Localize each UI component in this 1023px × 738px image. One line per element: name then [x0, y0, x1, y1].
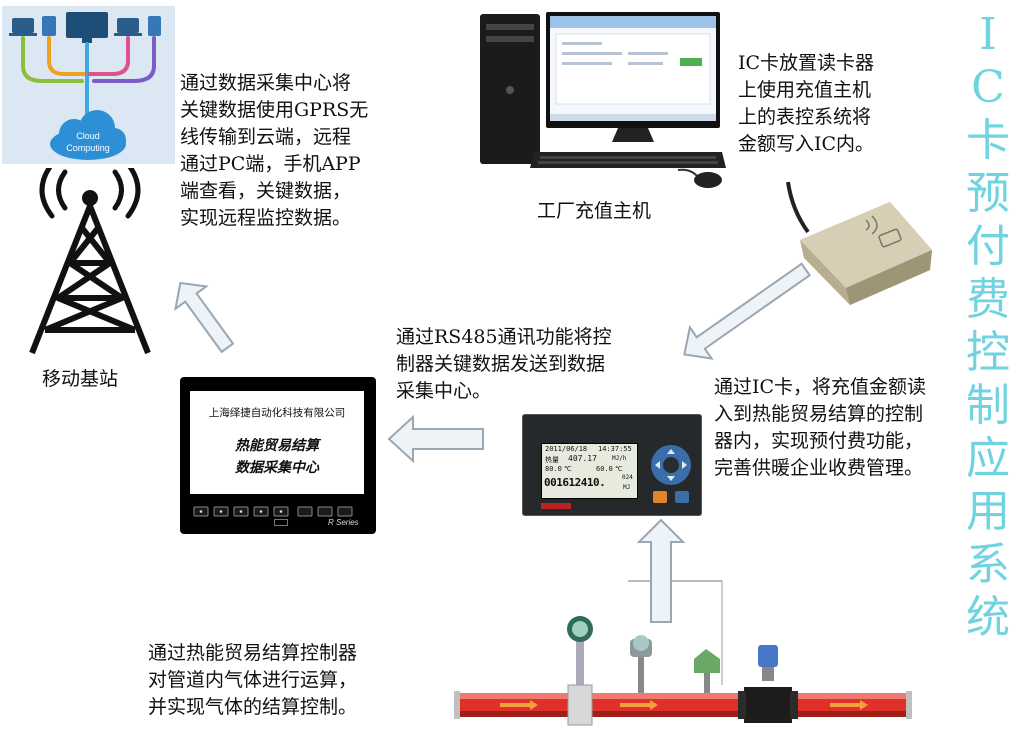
controller-keypad [645, 441, 697, 507]
hmi-brand: R Series [328, 518, 359, 527]
controller-temp2: 60.0 [596, 465, 613, 473]
title-char: I [979, 9, 997, 60]
controller-total-frac: 024 [622, 474, 633, 481]
cloud-icon [50, 110, 126, 160]
cloud-description: 通过数据采集中心将 关键数据使用GPRS无 线传输到云端，远程 通过PC端，手机… [180, 72, 369, 229]
controller-date: 2011/06/18 [545, 445, 588, 453]
pipeline-illustration [440, 575, 920, 734]
controller-logo [541, 503, 571, 509]
settlement-controller: 2011/06/18 14:37:55 热量 407.17 MJ/h 80.0 … [522, 414, 702, 516]
title-char: 统 [966, 592, 1010, 643]
title-char: 制 [966, 380, 1010, 431]
hmi-company: 上海绎捷自动化科技有限公司 [208, 407, 346, 419]
pc-label: 工厂充值主机 [537, 200, 652, 222]
arrow-controller-to-hmi [387, 414, 484, 464]
hmi-usb-port [274, 519, 288, 526]
controller-display: 2011/06/18 14:37:55 热量 407.17 MJ/h 80.0 … [541, 443, 638, 499]
cloud-network-icon: Cloud Computing [9, 12, 161, 160]
hmi-screen: 上海绎捷自动化科技有限公司 热能贸易结算 数据采集中心 R Series [180, 377, 376, 534]
flow-arrows [500, 700, 868, 710]
title-char: C [971, 62, 1005, 113]
pipe-description: 通过热能贸易结算控制器 对管道内气体进行运算， 并实现气体的结算控制。 [148, 642, 358, 718]
tower-icon [10, 161, 170, 358]
title-char: 用 [966, 486, 1010, 537]
cloud-label-line1: Cloud [76, 131, 100, 141]
flow-meter-icon [567, 616, 593, 726]
pressure-transmitter-icon [630, 635, 652, 693]
controller-power-unit: MJ/h [612, 455, 627, 462]
controller-total: 001612410. [544, 476, 606, 489]
controller-orange-key [653, 491, 667, 503]
card-reader-description: IC卡放置读卡器 上使用充值主机 上的表控系统将 金额写入IC内。 [738, 52, 875, 155]
hmi-title-line1: 热能贸易结算 [235, 438, 319, 454]
controller-temp-unit2: ℃ [615, 465, 623, 473]
hmi-button-row [192, 503, 364, 517]
rs485-description: 通过RS485通讯功能将控 制器关键数据发送到数据 采集中心。 [396, 326, 612, 402]
title-char: 卡 [966, 115, 1010, 166]
tower-label: 移动基站 [42, 368, 119, 390]
control-valve-icon [738, 645, 798, 723]
title-char: 费 [966, 274, 1010, 325]
controller-time: 14:37:55 [598, 445, 632, 453]
arrow-hmi-to-tower [174, 281, 235, 354]
vertical-title: I C 卡 预 付 费 控 制 应 用 系 统 [960, 8, 1016, 644]
cloud-computing-illustration: Cloud Computing [2, 6, 175, 164]
controller-power: 407.17 [568, 454, 597, 463]
controller-blue-key [675, 491, 689, 503]
controller-total-unit: MJ [623, 484, 631, 491]
cloud-label-line2: Computing [66, 143, 110, 153]
title-char: 付 [966, 221, 1010, 272]
title-char: 系 [966, 539, 1010, 590]
temperature-sensor-icon [694, 649, 720, 693]
card-reader-icon [780, 180, 940, 310]
ic-card-description: 通过IC卡，将充值金额读 入到热能贸易结算的控制 器内，实现预付费功能， 完善供… [714, 376, 927, 479]
controller-heat-label: 热量 [545, 456, 559, 464]
controller-temp-unit1: ℃ [564, 465, 572, 473]
title-char: 控 [966, 327, 1010, 378]
hmi-title-line2: 数据采集中心 [235, 460, 319, 476]
hmi-display: 上海绎捷自动化科技有限公司 热能贸易结算 数据采集中心 [190, 391, 364, 494]
title-char: 预 [966, 168, 1010, 219]
controller-temp1: 80.0 [545, 465, 562, 473]
charging-host-pc [478, 10, 728, 190]
title-char: 应 [966, 433, 1010, 484]
